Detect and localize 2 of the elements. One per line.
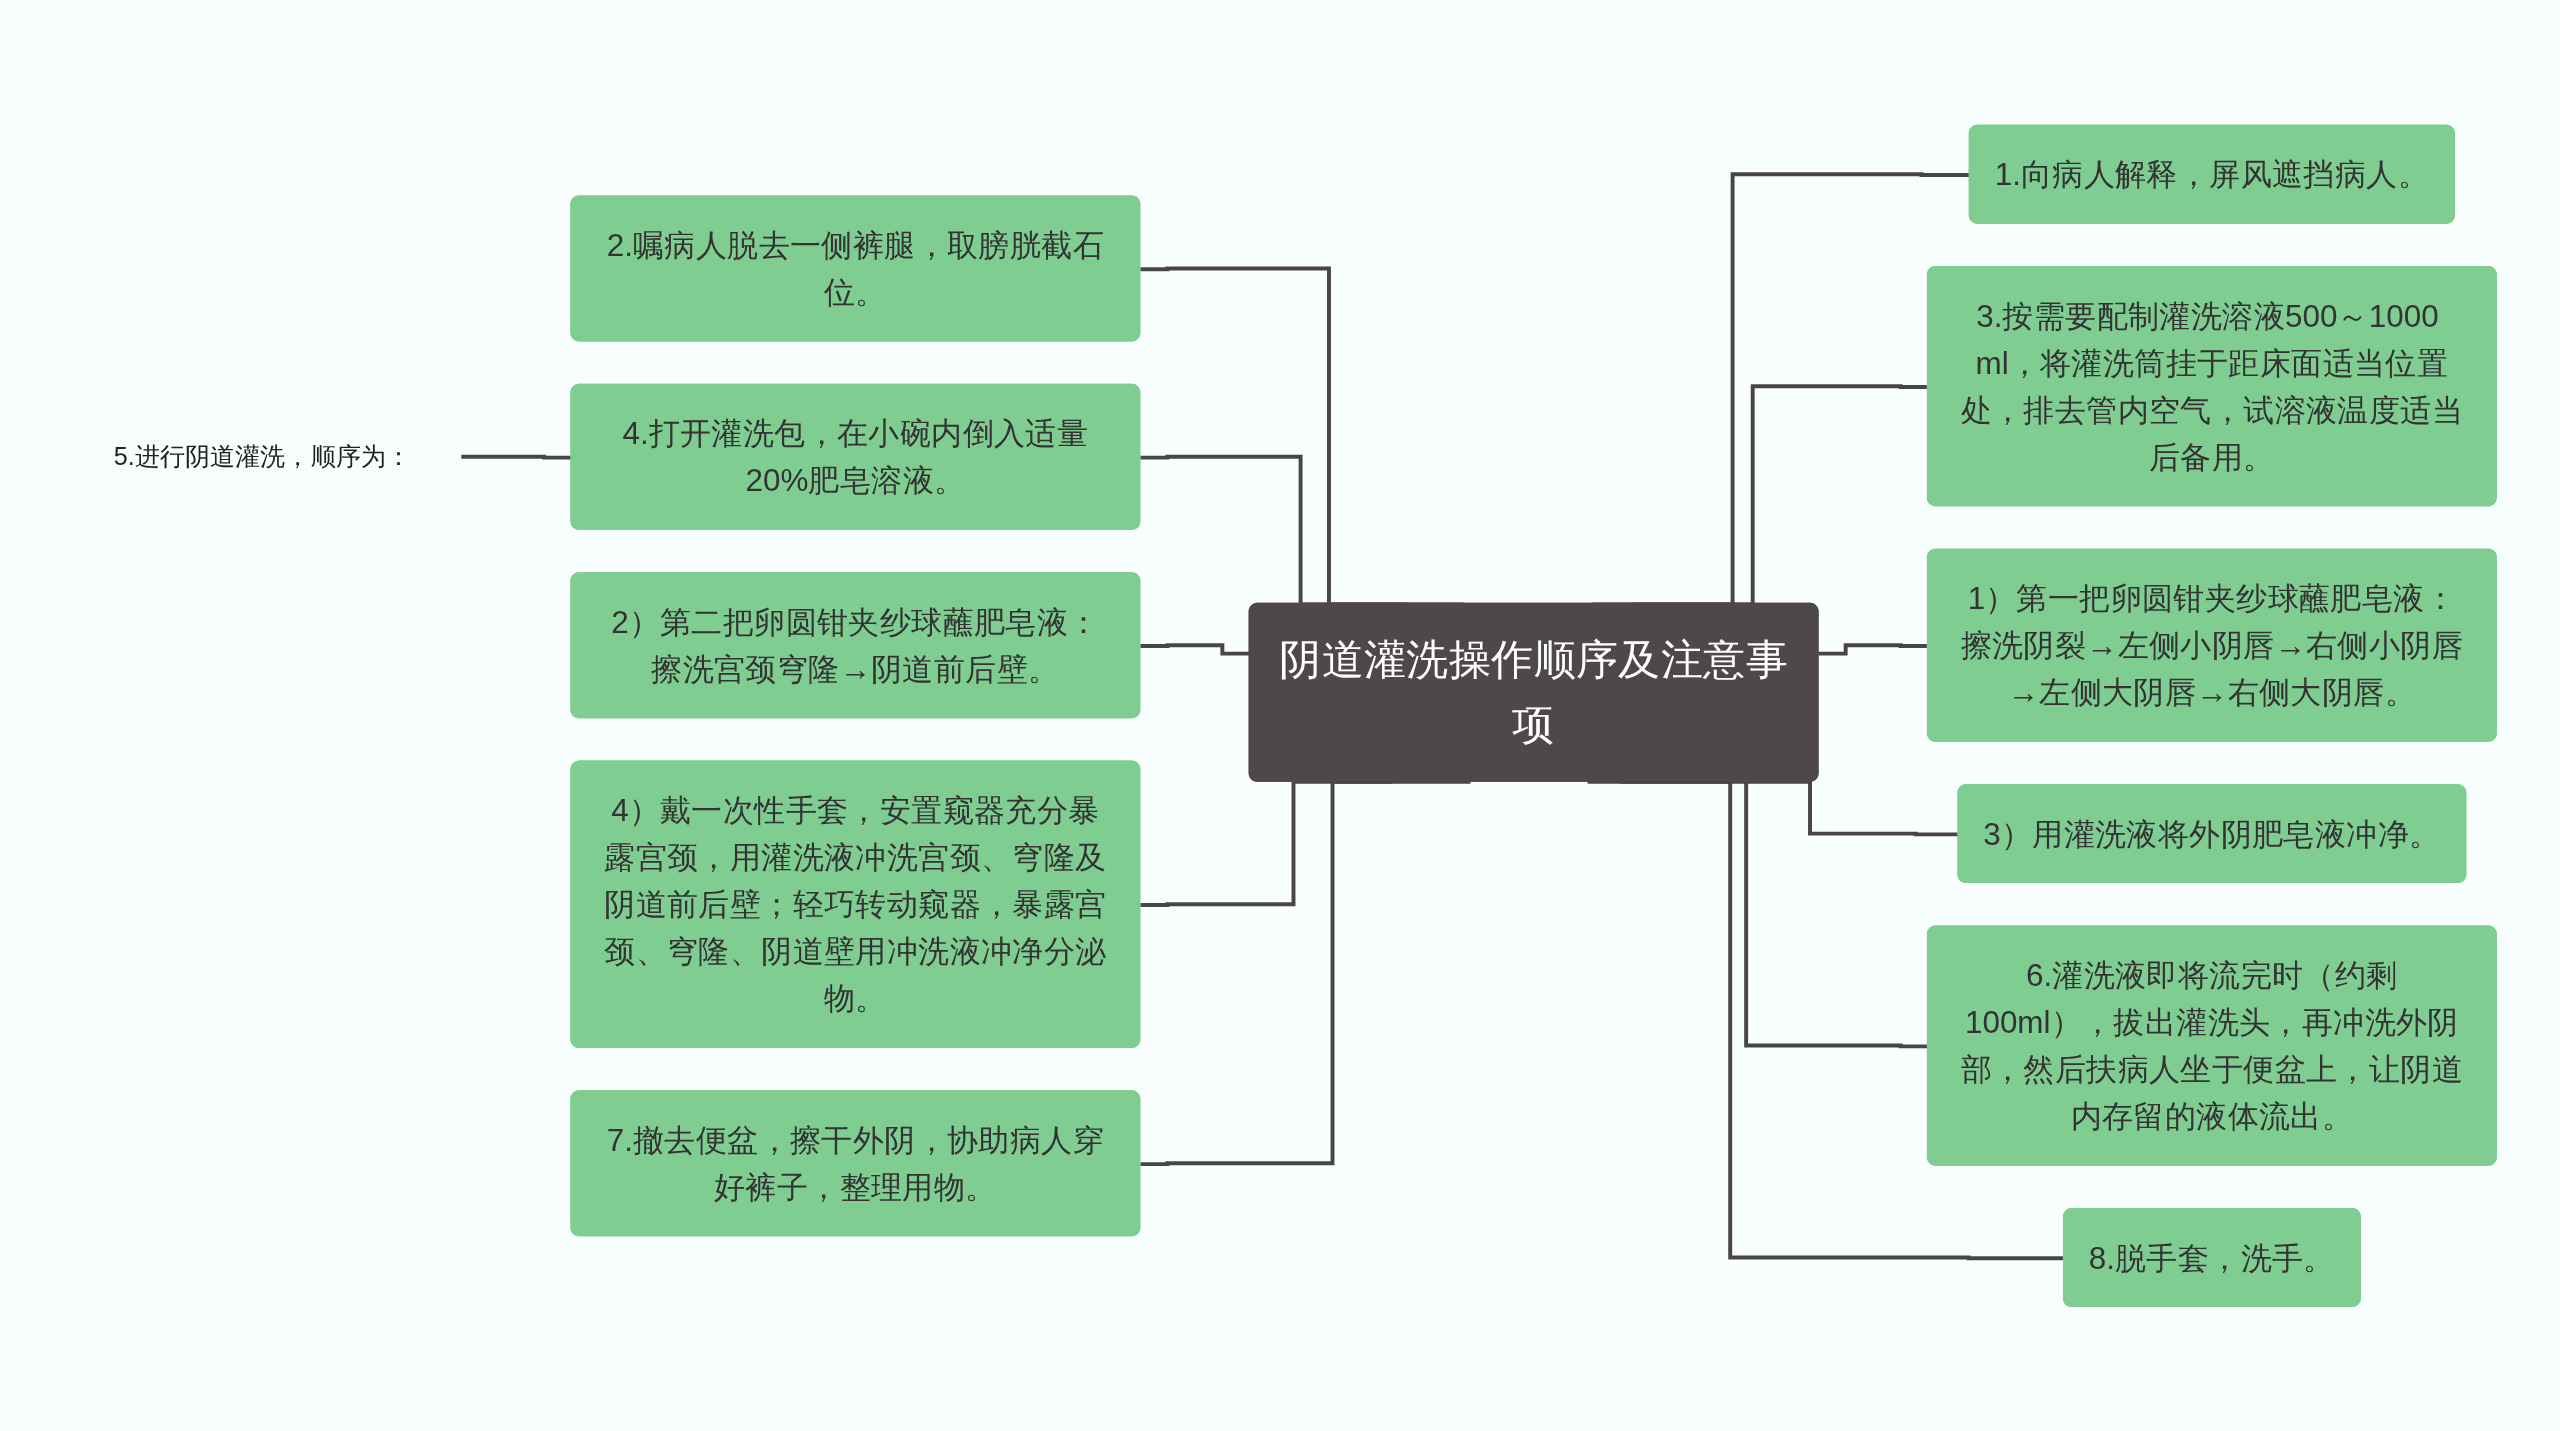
node-text: 5.进行阴道灌洗，顺序为：	[114, 442, 412, 470]
connector	[1140, 779, 1471, 1166]
